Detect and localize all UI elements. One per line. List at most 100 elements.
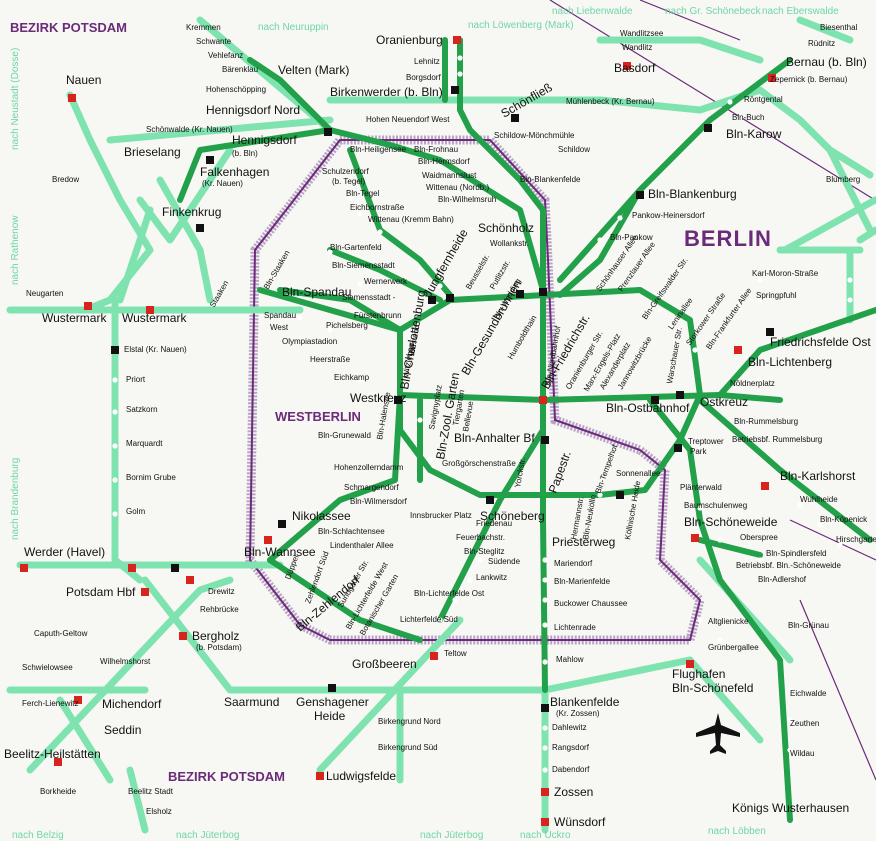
station-flughafen: Flughafen [672,667,725,681]
station-schmargendorf: Schmargendorf [344,483,399,492]
station-innsbrucker: Innsbrucker Platz [410,511,472,520]
station-westkreuz: Westkreuz [350,391,406,405]
station-dot [542,659,548,665]
station-dot [112,443,118,449]
direction-liebenwalde: nach Liebenwalde [552,6,633,17]
station-hennigsdorf-nord: Hennigsdorf Nord [206,103,300,117]
station-frohnau: Bln-Frohnau [414,145,458,154]
station-koepenick: Bln-Köpenick [820,515,868,524]
station-square [541,818,549,826]
station-dot [787,717,793,723]
station-bln-pankow: Bln-Pankow [610,233,653,242]
station-michendorf: Michendorf [102,697,162,711]
station-dot [542,725,548,731]
station-dot [437,283,443,289]
direction-eberswalde: nach Eberswalde [762,6,839,17]
station-dot [542,767,548,773]
station-square [676,391,684,399]
station-dot [757,277,763,283]
station-dot [717,637,723,643]
station-ostkreuz: Ostkreuz [700,395,748,409]
station-grunewald: Bln-Grunewald [318,431,371,440]
outer-boundaries [549,0,876,781]
station-dot [757,557,763,563]
station-bln-spandau: Bln-Spandau [282,285,351,299]
station-dot [357,281,363,287]
station-square [636,191,644,199]
station-treptower: Treptower [688,437,724,446]
station-dot [467,537,473,543]
station-olympiastadion: Olympiastadion [282,337,337,346]
regional-lines [6,16,876,834]
station-bln-karow: Bln-Karow [726,127,782,141]
direction-jueterbog-2: nach Jüterbog [420,830,483,841]
station-bln-blankenfelde: Bln-Blankenfelde [520,175,581,184]
station-square [486,496,494,504]
station-dot [327,249,333,255]
station-dot [737,115,743,121]
station-grossgoerschen: Großgörschenstraße [442,459,516,468]
station-lichtenberg: Bln-Lichtenberg [748,355,832,369]
station-gruenbergallee: Grünbergallee [708,643,759,652]
station-wilhelmsruh: Bln-Wilhelmsruh [438,195,496,204]
station-zeuthen: Zeuthen [790,719,819,728]
station-square [196,224,204,232]
station-kremmen: Kremmen [186,23,221,32]
station-oranienburg: Oranienburg [376,33,443,47]
station-zossen: Zossen [554,785,593,799]
station-ludwigsfelde: Ludwigsfelde [326,769,396,783]
station-anhalter: Bln-Anhalter Bf [454,431,535,445]
station-bln-blankenburg: Bln-Blankenburg [648,187,737,201]
station-rummelsburg: Bln-Rummelsburg [734,417,798,426]
station-schulzendorf-sub: (b. Tegel) [332,177,366,186]
station-schlachtensee: Bln-Schlachtensee [318,527,385,536]
station-dot [557,147,563,153]
station-dot [757,297,763,303]
station-grossbeeren: Großbeeren [352,657,417,671]
station-koenigs: Königs Wusterhausen [732,801,849,815]
station-satzkorn: Satzkorn [126,405,158,414]
station-wollankstr: Wollankstr. [490,239,529,248]
station-waidmannslust: Waidmannslust [422,171,477,180]
station-square [394,396,402,404]
station-gruenau: Bln-Grünau [788,621,829,630]
berlin-label: BERLIN [684,226,772,251]
station-square [111,346,119,354]
station-schwante: Schwante [196,37,232,46]
station-rehbruecke: Rehbrücke [200,605,239,614]
station-wittenau-kremm: Wittenau (Kremm Bahn) [368,215,454,224]
station-gartenfeld: Bln-Gartenfeld [330,243,382,252]
station-hohen-neuendorf-west: Hohen Neuendorf West [366,115,450,124]
station-blankenfelde: Blankenfelde [550,695,620,709]
station-schoenwalde-nauen: Schönwalde (Kr. Nauen) [146,125,233,134]
station-spandau-west-2: West [270,323,289,332]
region-label-bottom: BEZIRK POTSDAM [168,769,285,784]
station-square [704,124,712,132]
direction-belzig: nach Belzig [12,830,64,841]
direction-uckro: nach Uckro [520,830,571,841]
station-ferch: Ferch-Lienewitz [22,699,78,708]
station-dot [477,557,483,563]
station-dot [417,417,423,423]
station-wandlitz: Wandlitz [622,43,652,52]
station-nauen: Nauen [66,73,101,87]
station-square [541,788,549,796]
station-bredow: Bredow [52,175,79,184]
station-spindlersfeld: Bln-Spindlersfeld [766,549,826,558]
station-square [186,576,194,584]
station-schwielowsee: Schwielowsee [22,663,73,672]
station-lindenthaler: Lindenthaler Allee [330,541,394,550]
station-dot [112,377,118,383]
station-square [623,62,631,70]
station-dot [112,477,118,483]
station-lehnitz: Lehnitz [414,57,440,66]
station-wustermark-rbf: Wustermark [122,311,187,325]
direction-brandenburg: nach Brandenburg [10,458,21,540]
station-square [68,94,76,102]
station-karl-moron: Karl-Moron-Straße [752,269,819,278]
station-finkenkrug: Finkenkrug [162,205,221,219]
station-dot [797,502,803,508]
station-square [541,704,549,712]
station-wannsee: Bln-Wannsee [244,545,316,559]
station-bln-schoenefeld: Bln-Schönefeld [672,681,753,695]
